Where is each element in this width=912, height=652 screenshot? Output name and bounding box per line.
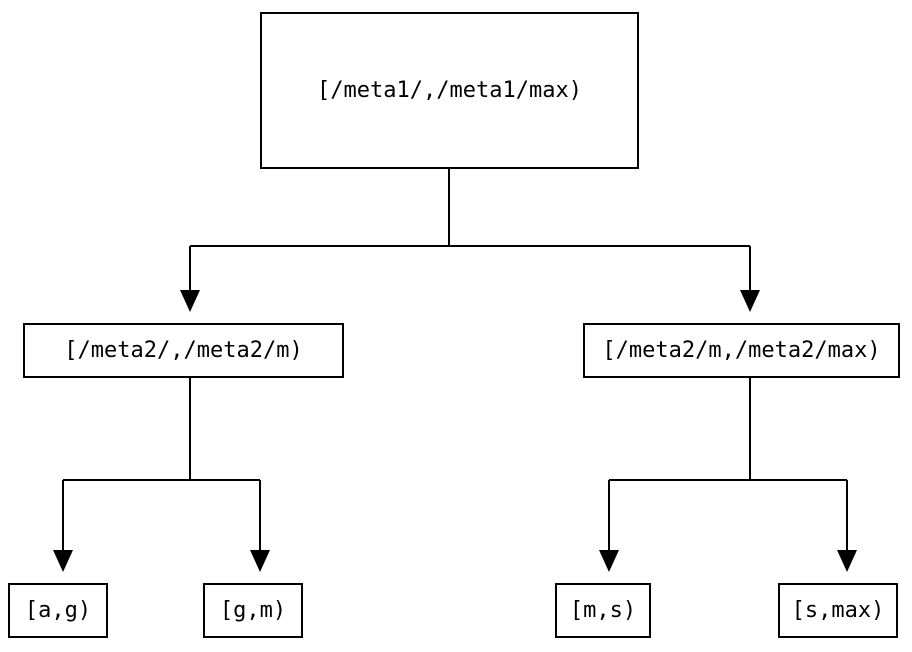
node-root: [/meta1/,/meta1/max) [260, 12, 639, 169]
edge-right-split [608, 378, 848, 551]
node-leaf-ag-label: [a,g) [24, 598, 92, 623]
node-leaf-smax: [s,max) [778, 583, 898, 638]
edge-left-split [62, 378, 261, 551]
node-root-label: [/meta1/,/meta1/max) [317, 78, 582, 103]
node-leaf-smax-label: [s,max) [791, 598, 885, 623]
node-meta2-lower: [/meta2/,/meta2/m) [23, 323, 344, 378]
arrowhead-down-icon [53, 550, 73, 572]
node-leaf-gm-label: [g,m) [219, 598, 287, 623]
node-meta2-lower-label: [/meta2/,/meta2/m) [64, 338, 303, 363]
arrowhead-down-icon [837, 550, 857, 572]
node-leaf-gm: [g,m) [203, 583, 303, 638]
arrowhead-down-icon [180, 290, 200, 312]
arrowhead-down-icon [599, 550, 619, 572]
node-leaf-ms-label: [m,s) [569, 598, 637, 623]
arrowhead-down-icon [740, 290, 760, 312]
node-leaf-ms: [m,s) [555, 583, 651, 638]
node-meta2-upper: [/meta2/m,/meta2/max) [583, 323, 900, 378]
node-leaf-ag: [a,g) [8, 583, 108, 638]
arrowhead-down-icon [250, 550, 270, 572]
node-meta2-upper-label: [/meta2/m,/meta2/max) [602, 338, 881, 363]
edge-root-split [189, 169, 751, 291]
